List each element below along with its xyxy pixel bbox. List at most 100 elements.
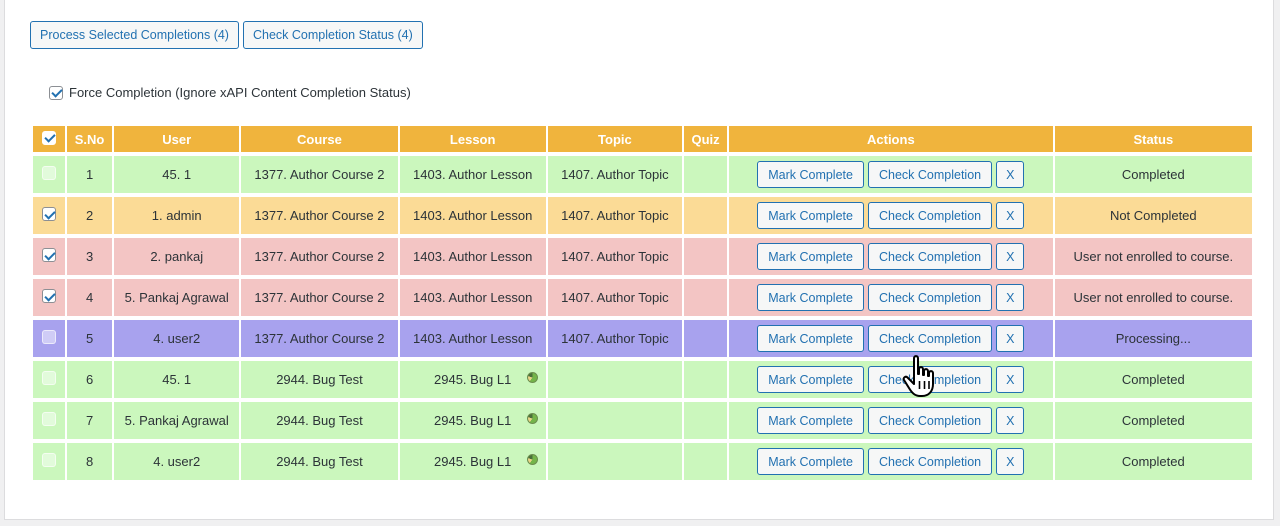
- lesson-cell: 1403. Author Lesson: [399, 238, 546, 275]
- remove-button[interactable]: X: [996, 202, 1025, 229]
- user-cell: 45. 1: [114, 156, 240, 193]
- mark-complete-button[interactable]: Mark Complete: [757, 161, 864, 188]
- user-cell: 2. pankaj: [114, 238, 240, 275]
- check-completion-button[interactable]: Check Completion: [867, 366, 993, 393]
- remove-button[interactable]: X: [996, 366, 1025, 393]
- row-select-cell: [33, 279, 66, 316]
- lesson-cell: 2945. Bug L1: [399, 402, 546, 439]
- topic-cell: [547, 361, 683, 398]
- mark-complete-button[interactable]: Mark Complete: [757, 325, 864, 352]
- course-cell: 1377. Author Course 2: [241, 156, 398, 193]
- remove-button[interactable]: X: [996, 448, 1025, 475]
- quiz-cell: [684, 361, 728, 398]
- quiz-cell: [684, 279, 728, 316]
- lesson-cell: 2945. Bug L1: [399, 361, 546, 398]
- force-completion-label: Force Completion (Ignore xAPI Content Co…: [69, 85, 411, 100]
- row-checkbox: [42, 166, 57, 180]
- row-checkbox[interactable]: [42, 248, 57, 262]
- quiz-cell: [684, 238, 728, 275]
- select-all-header[interactable]: [33, 126, 66, 152]
- row-select-cell: [33, 361, 66, 398]
- topic-cell: 1407. Author Topic: [547, 156, 683, 193]
- select-all-checkbox[interactable]: [42, 130, 57, 145]
- completions-panel: Process Selected Completions (4) Check C…: [4, 0, 1274, 520]
- check-completion-button[interactable]: Check Completion: [867, 325, 993, 352]
- status-cell: Completed: [1054, 361, 1252, 398]
- force-completion-option[interactable]: Force Completion (Ignore xAPI Content Co…: [49, 85, 411, 100]
- check-completion-button[interactable]: Check Completion: [867, 243, 993, 270]
- status-cell: User not enrolled to course.: [1054, 238, 1252, 275]
- actions-cell: Mark Complete Check Completion X: [729, 402, 1053, 439]
- row-checkbox: [42, 453, 57, 467]
- row-checkbox[interactable]: [42, 207, 57, 221]
- row-select-cell: [33, 197, 66, 234]
- quiz-cell: [684, 197, 728, 234]
- mark-complete-button[interactable]: Mark Complete: [757, 448, 864, 475]
- check-completion-button[interactable]: Check Completion: [867, 448, 993, 475]
- header-actions: Actions: [729, 126, 1053, 152]
- course-cell: 2944. Bug Test: [241, 443, 398, 480]
- course-cell: 1377. Author Course 2: [241, 238, 398, 275]
- user-cell: 4. user2: [114, 320, 240, 357]
- header-sno: S.No: [67, 126, 113, 152]
- sno-cell: 7: [67, 402, 113, 439]
- mark-complete-button[interactable]: Mark Complete: [757, 284, 864, 311]
- lesson-cell: 1403. Author Lesson: [399, 279, 546, 316]
- table-row: 2 1. admin 1377. Author Course 2 1403. A…: [33, 197, 1252, 234]
- user-cell: 1. admin: [114, 197, 240, 234]
- check-completion-button[interactable]: Check Completion: [867, 407, 993, 434]
- remove-button[interactable]: X: [996, 161, 1025, 188]
- status-cell: Processing...: [1054, 320, 1252, 357]
- topic-cell: 1407. Author Topic: [547, 238, 683, 275]
- sno-cell: 5: [67, 320, 113, 357]
- course-cell: 2944. Bug Test: [241, 361, 398, 398]
- lesson-cell: 2945. Bug L1: [399, 443, 546, 480]
- actions-cell: Mark Complete Check Completion X: [729, 443, 1053, 480]
- course-cell: 1377. Author Course 2: [241, 320, 398, 357]
- topic-cell: 1407. Author Topic: [547, 279, 683, 316]
- completions-table: S.No User Course Lesson Topic Quiz Actio…: [31, 122, 1254, 484]
- mark-complete-button[interactable]: Mark Complete: [757, 243, 864, 270]
- process-selected-completions-button[interactable]: Process Selected Completions (4): [30, 21, 239, 49]
- status-cell: Completed: [1054, 443, 1252, 480]
- h5p-content-icon: [526, 413, 538, 424]
- row-checkbox: [42, 412, 57, 426]
- check-completion-status-button[interactable]: Check Completion Status (4): [242, 21, 423, 49]
- remove-button[interactable]: X: [996, 325, 1025, 352]
- row-select-cell: [33, 443, 66, 480]
- remove-button[interactable]: X: [996, 243, 1025, 270]
- quiz-cell: [684, 156, 728, 193]
- quiz-cell: [684, 402, 728, 439]
- sno-cell: 6: [67, 361, 113, 398]
- table-row: 3 2. pankaj 1377. Author Course 2 1403. …: [33, 238, 1252, 275]
- check-completion-button[interactable]: Check Completion: [867, 284, 993, 311]
- remove-button[interactable]: X: [996, 284, 1025, 311]
- check-completion-button[interactable]: Check Completion: [867, 202, 993, 229]
- h5p-content-icon: [526, 372, 538, 383]
- row-checkbox[interactable]: [42, 289, 57, 303]
- table-row: 1 45. 1 1377. Author Course 2 1403. Auth…: [33, 156, 1252, 193]
- sno-cell: 2: [67, 197, 113, 234]
- row-checkbox: [42, 330, 57, 344]
- course-cell: 1377. Author Course 2: [241, 197, 398, 234]
- user-cell: 4. user2: [114, 443, 240, 480]
- mark-complete-button[interactable]: Mark Complete: [757, 366, 864, 393]
- mark-complete-button[interactable]: Mark Complete: [757, 407, 864, 434]
- user-cell: 5. Pankaj Agrawal: [114, 402, 240, 439]
- check-completion-button[interactable]: Check Completion: [867, 161, 993, 188]
- lesson-cell: 1403. Author Lesson: [399, 197, 546, 234]
- user-cell: 45. 1: [114, 361, 240, 398]
- force-completion-checkbox[interactable]: [49, 85, 63, 100]
- sno-cell: 4: [67, 279, 113, 316]
- quiz-cell: [684, 320, 728, 357]
- sno-cell: 3: [67, 238, 113, 275]
- actions-cell: Mark Complete Check Completion X: [729, 156, 1053, 193]
- actions-cell: Mark Complete Check Completion X: [729, 361, 1053, 398]
- header-lesson: Lesson: [399, 126, 546, 152]
- sno-cell: 1: [67, 156, 113, 193]
- header-quiz: Quiz: [684, 126, 728, 152]
- remove-button[interactable]: X: [996, 407, 1025, 434]
- actions-cell: Mark Complete Check Completion X: [729, 279, 1053, 316]
- mark-complete-button[interactable]: Mark Complete: [757, 202, 864, 229]
- row-select-cell: [33, 402, 66, 439]
